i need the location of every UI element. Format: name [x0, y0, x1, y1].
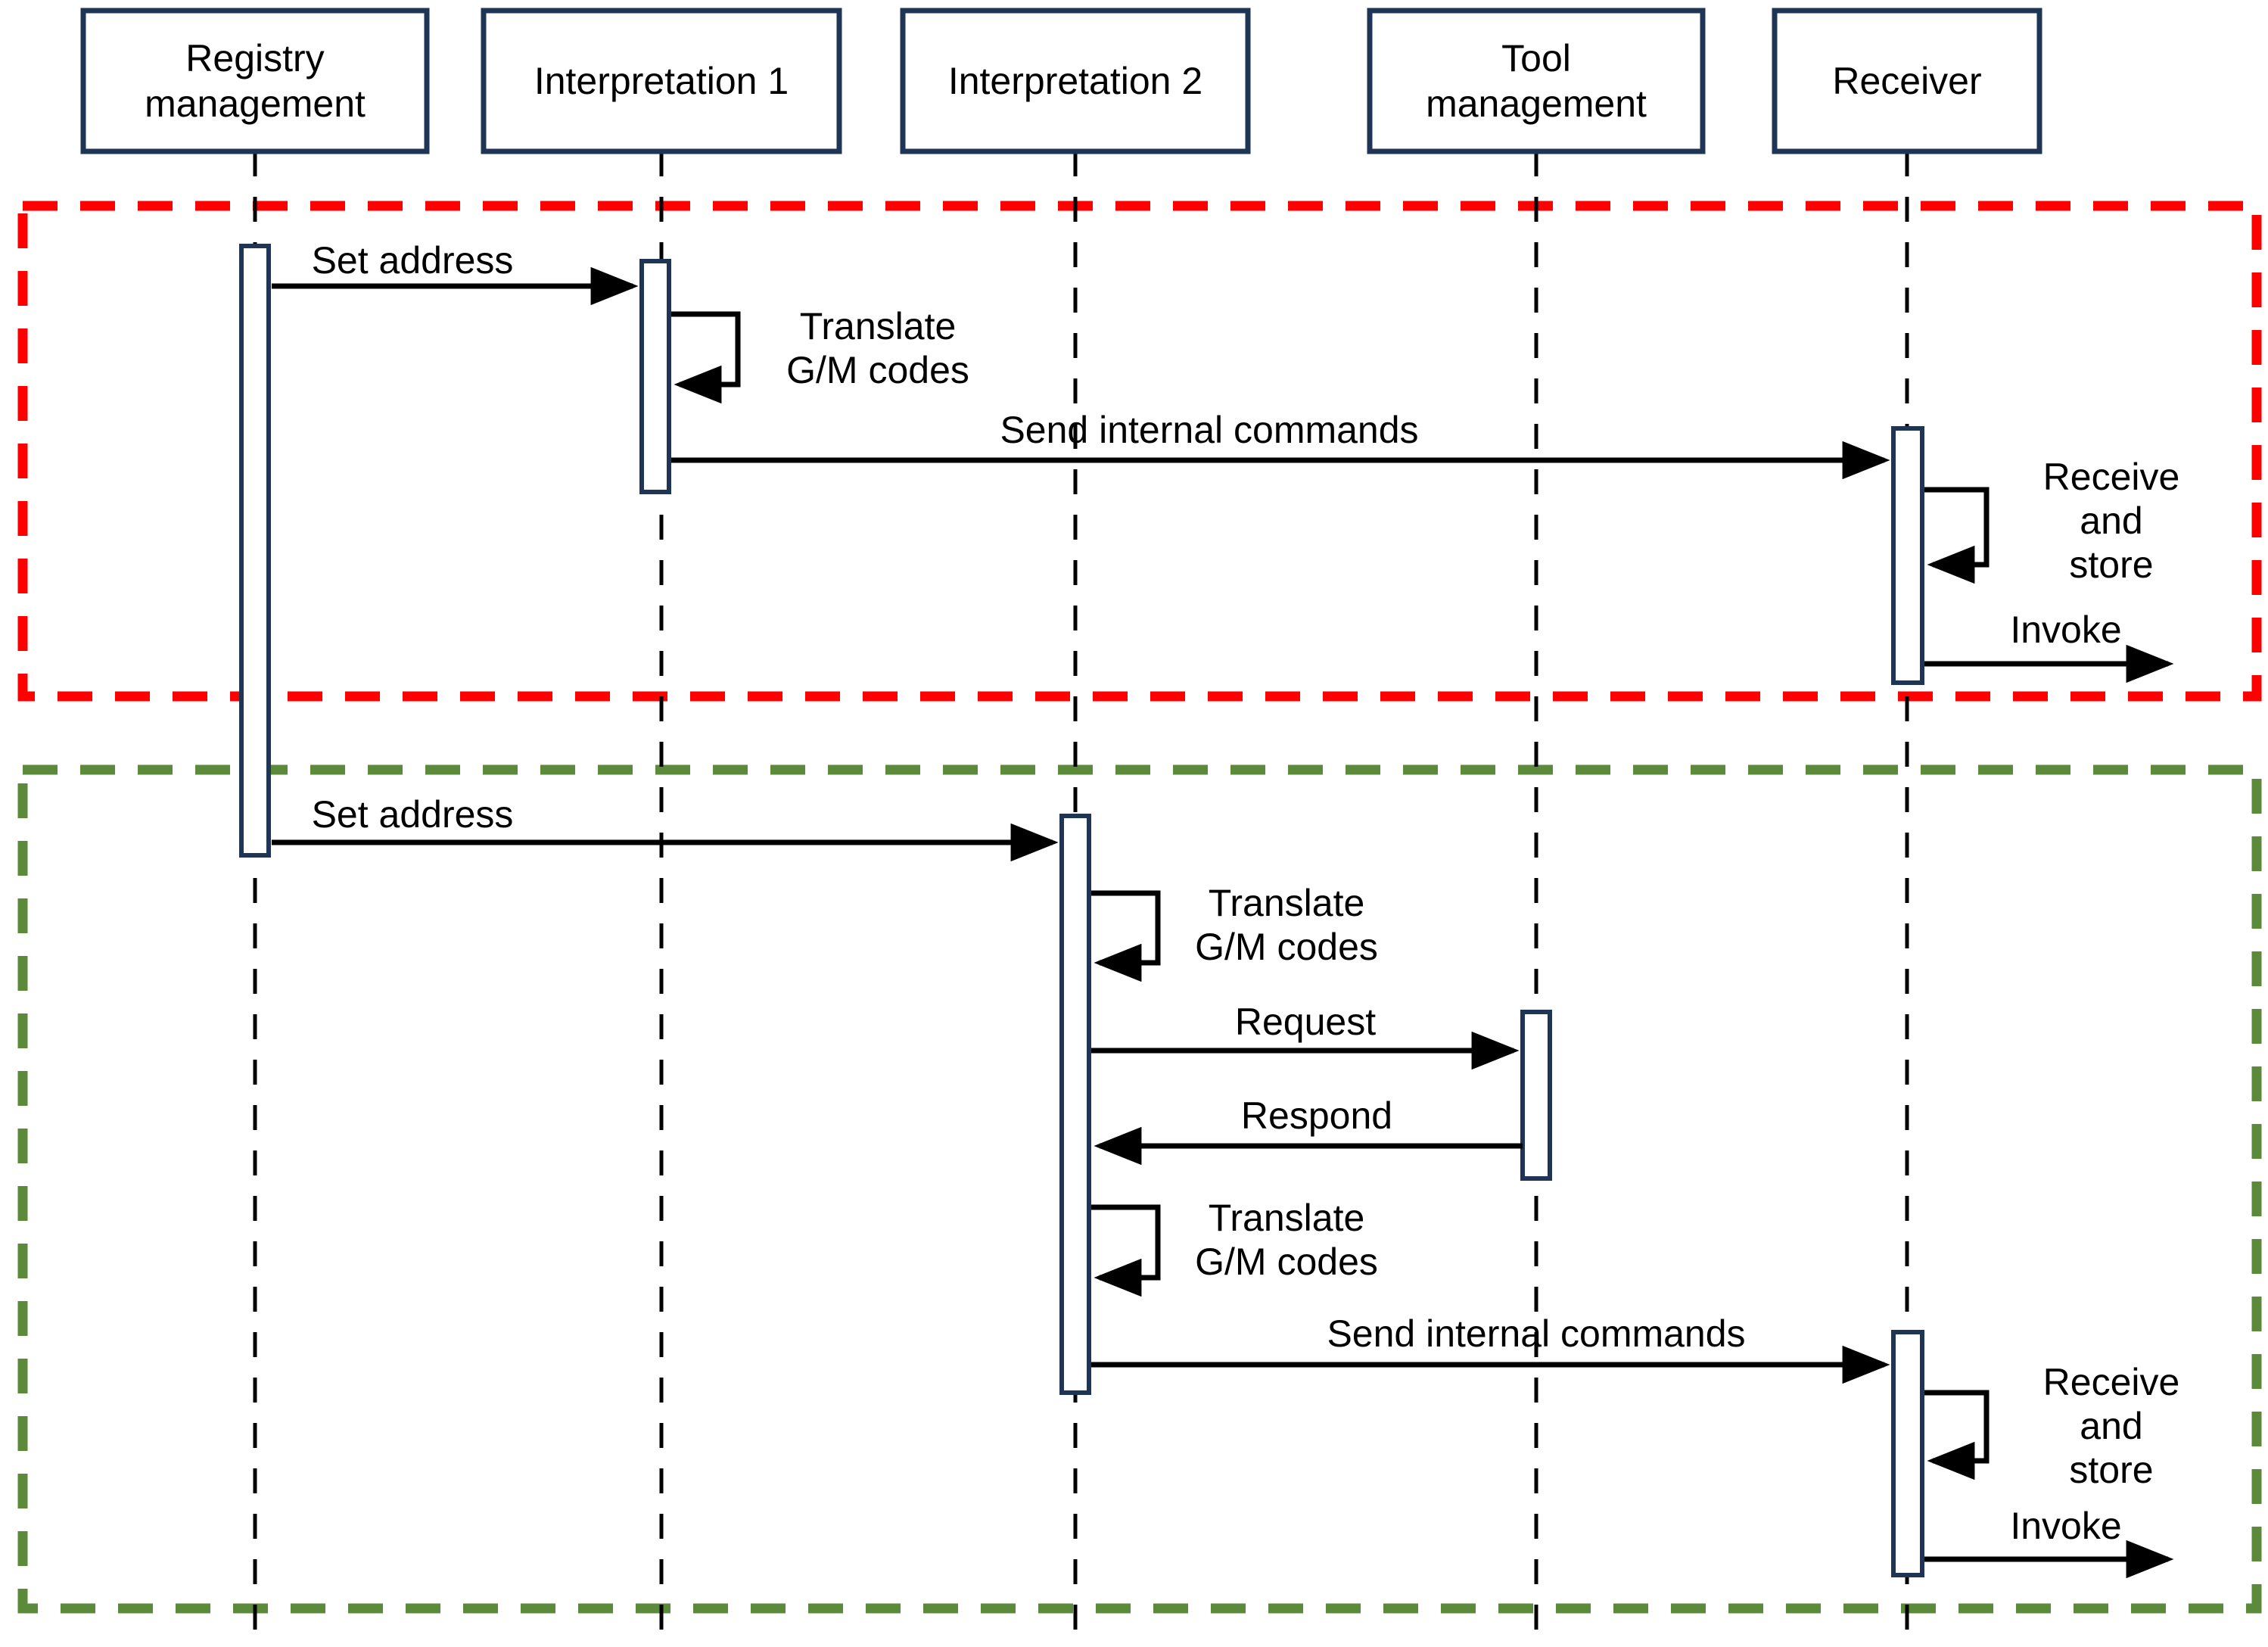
activation-receiver-red: [1891, 426, 1924, 685]
message-label-translate-1: Translate G/M codes: [786, 305, 969, 391]
message-label-set-address-2: Set address: [311, 793, 514, 836]
actor-label-interpretation-1: Interpretation 1: [534, 60, 789, 102]
activation-interpretation-2: [1059, 814, 1091, 1395]
actor-box-tool-management: [1367, 8, 1706, 154]
activation-interpretation-1: [639, 259, 671, 494]
actor-box-interpretation-2: [900, 8, 1251, 154]
actor-box-registry-management: [80, 8, 430, 154]
message-label-invoke-2: Invoke: [2010, 1505, 2122, 1547]
message-label-receive-store-1: Receive and store: [2042, 456, 2180, 586]
selfloop-translate-2b: [1091, 1204, 1161, 1297]
message-label-invoke-1: Invoke: [2010, 609, 2122, 651]
message-label-send-internal-1: Send internal commands: [1000, 409, 1419, 451]
actor-box-receiver: [1772, 8, 2042, 154]
message-label-send-internal-2: Send internal commands: [1327, 1312, 1746, 1355]
selfloop-receive-store-1: [1924, 487, 1990, 584]
message-label-set-address-1: Set address: [311, 239, 514, 282]
message-label-request: Request: [1234, 1001, 1377, 1043]
activation-registry-management: [239, 244, 271, 858]
scenario-frame-green: [17, 764, 2262, 1614]
activation-receiver-green: [1891, 1330, 1924, 1577]
actor-label-tool-management: Tool management: [1426, 37, 1647, 125]
actor-label-receiver: Receiver: [1832, 60, 1982, 102]
actor-box-interpretation-1: [481, 8, 842, 154]
message-label-translate-2a: Translate G/M codes: [1195, 882, 1378, 968]
activation-tool-management: [1520, 1010, 1552, 1181]
message-label-translate-2b: Translate G/M codes: [1195, 1197, 1378, 1283]
selfloop-translate-1: [671, 311, 741, 404]
actor-label-interpretation-2: Interpretation 2: [947, 60, 1203, 102]
message-label-receive-store-2: Receive and store: [2042, 1361, 2180, 1491]
scenario-frame-red: [17, 201, 2262, 702]
message-label-respond: Respond: [1240, 1094, 1393, 1137]
actor-label-registry-management: Registry management: [145, 37, 366, 125]
selfloop-receive-store-2: [1924, 1390, 1990, 1480]
selfloop-translate-2a: [1091, 890, 1161, 982]
